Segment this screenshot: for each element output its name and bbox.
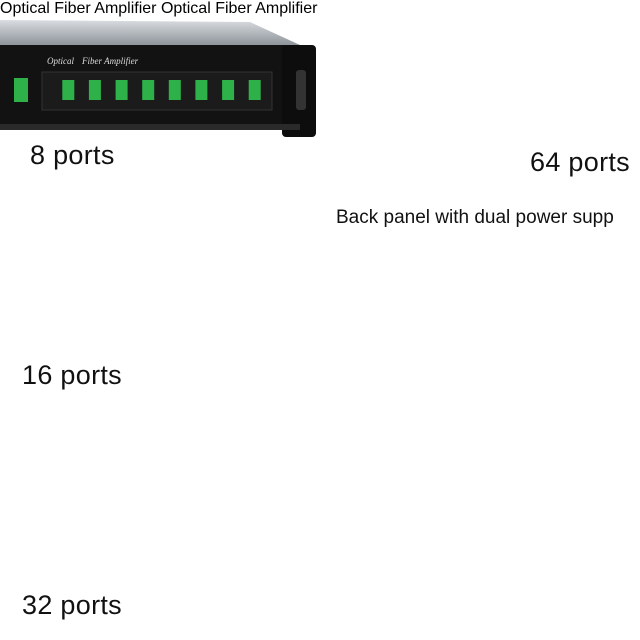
caption-back-panel: Back panel with dual power supp [336, 207, 614, 228]
fiber-port [168, 80, 181, 100]
fiber-port [195, 80, 208, 100]
fiber-port [222, 80, 235, 100]
fiber-port [62, 80, 75, 100]
fiber-port [142, 80, 155, 100]
panel-label: Fiber Amplifier [81, 56, 139, 66]
amplifier-8-ports: Optical Fiber Amplifier [0, 20, 316, 137]
caption-8-ports: 8 ports [30, 140, 115, 170]
panel-label: Optical [0, 0, 50, 17]
panel-label: Fiber Amplifier [215, 0, 318, 17]
caption-32-ports: 32 ports [22, 590, 122, 620]
panel-label: Optical [47, 56, 74, 66]
panel-label: Optical [160, 0, 211, 17]
fiber-port [115, 80, 128, 100]
fiber-port [248, 80, 261, 100]
port-row [62, 80, 261, 100]
caption-16-ports: 16 ports [22, 360, 122, 390]
fiber-port [88, 80, 101, 100]
panel-label: Fiber Amplifier [54, 0, 157, 17]
amplifier-16-ports: Optical Fiber Amplifier [0, 0, 161, 17]
amplifier-32-ports: Optical Fiber Amplifier [161, 0, 318, 17]
caption-64-ports: 64 ports [530, 147, 630, 177]
